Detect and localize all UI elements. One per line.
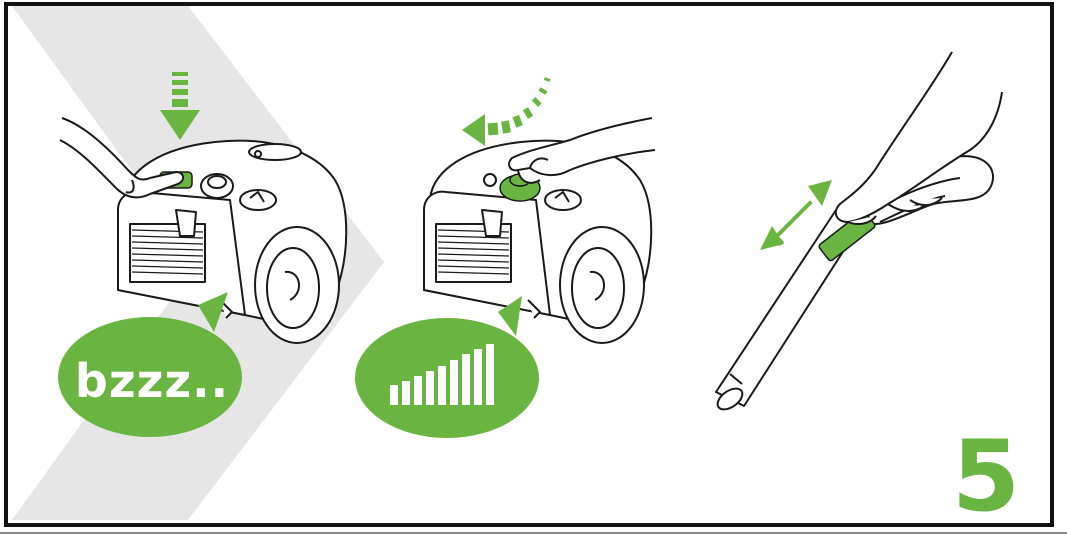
step-number: 5 xyxy=(952,420,1020,534)
sound-text: bzzz.. xyxy=(75,354,229,408)
